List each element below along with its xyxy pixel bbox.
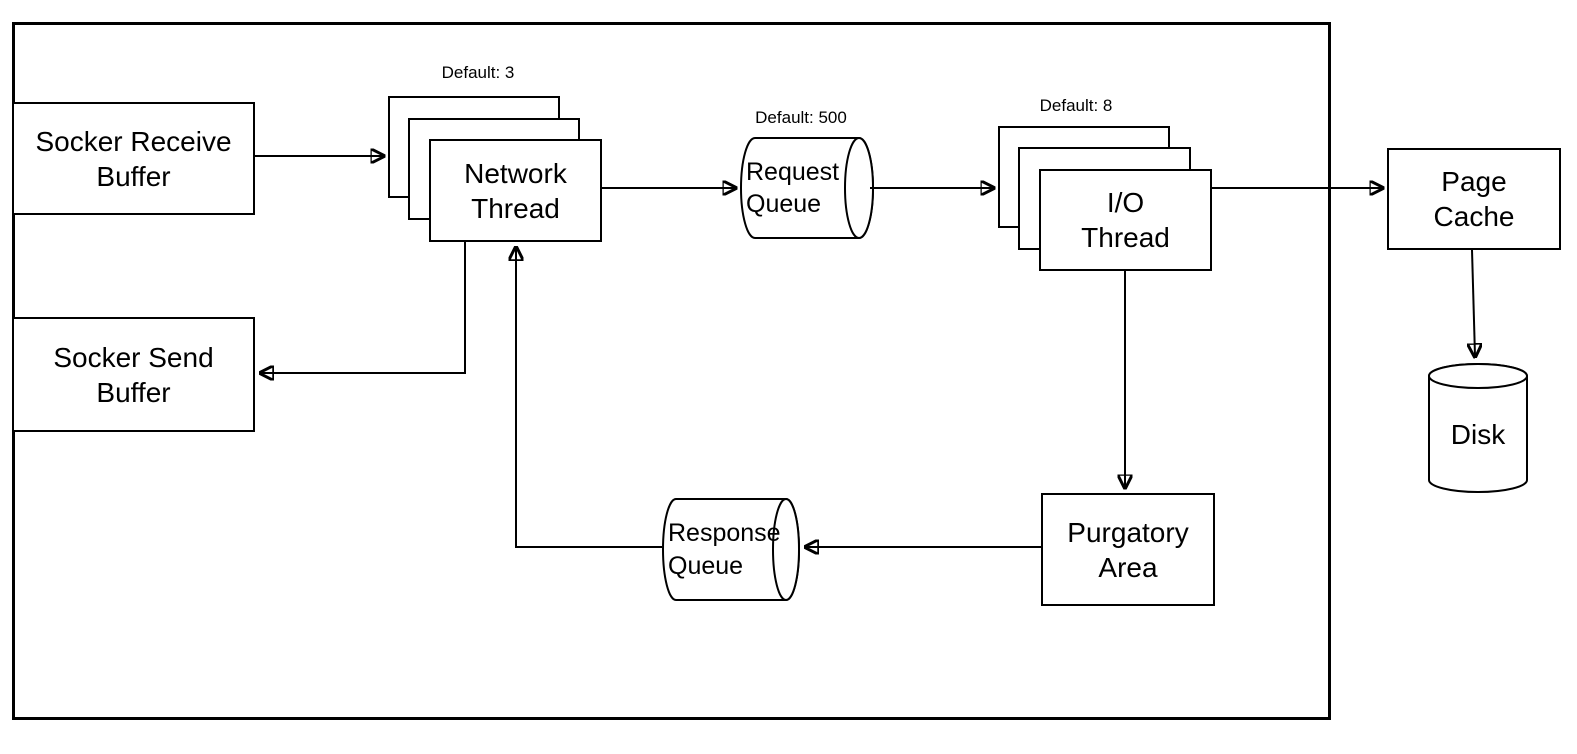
cylinder-shape — [1428, 363, 1528, 493]
network-thread-box: Network Thread — [429, 139, 602, 242]
cylinder-shape — [662, 498, 800, 601]
socket-receive-buffer-box: Socker Receive Buffer — [12, 102, 255, 215]
disk-cylinder: Disk — [1428, 363, 1528, 493]
purgatory-area-box: Purgatory Area — [1041, 493, 1215, 606]
network-thread-stack: Network Thread — [388, 96, 602, 242]
socket-send-buffer-box: Socker Send Buffer — [12, 317, 255, 432]
disk-label: Disk — [1450, 418, 1506, 450]
io-thread-stack: I/O Thread — [998, 126, 1212, 271]
response-queue-label: Response Queue — [668, 519, 781, 580]
response-queue-cylinder: Response Queue — [662, 498, 800, 601]
request-queue-label: Request Queue — [746, 157, 840, 219]
request-queue-default-count: Default: 500 — [755, 108, 847, 127]
io-thread-default-count: Default: 8 — [1039, 96, 1113, 115]
arrow-page-cache-to-disk — [1472, 249, 1475, 356]
cylinder-shape — [740, 137, 874, 239]
network-thread-default-count: Default: 3 — [441, 63, 515, 82]
request-queue-cylinder: Request Queue — [740, 137, 874, 239]
page-cache-box: Page Cache — [1387, 148, 1561, 250]
io-thread-box: I/O Thread — [1039, 169, 1212, 271]
